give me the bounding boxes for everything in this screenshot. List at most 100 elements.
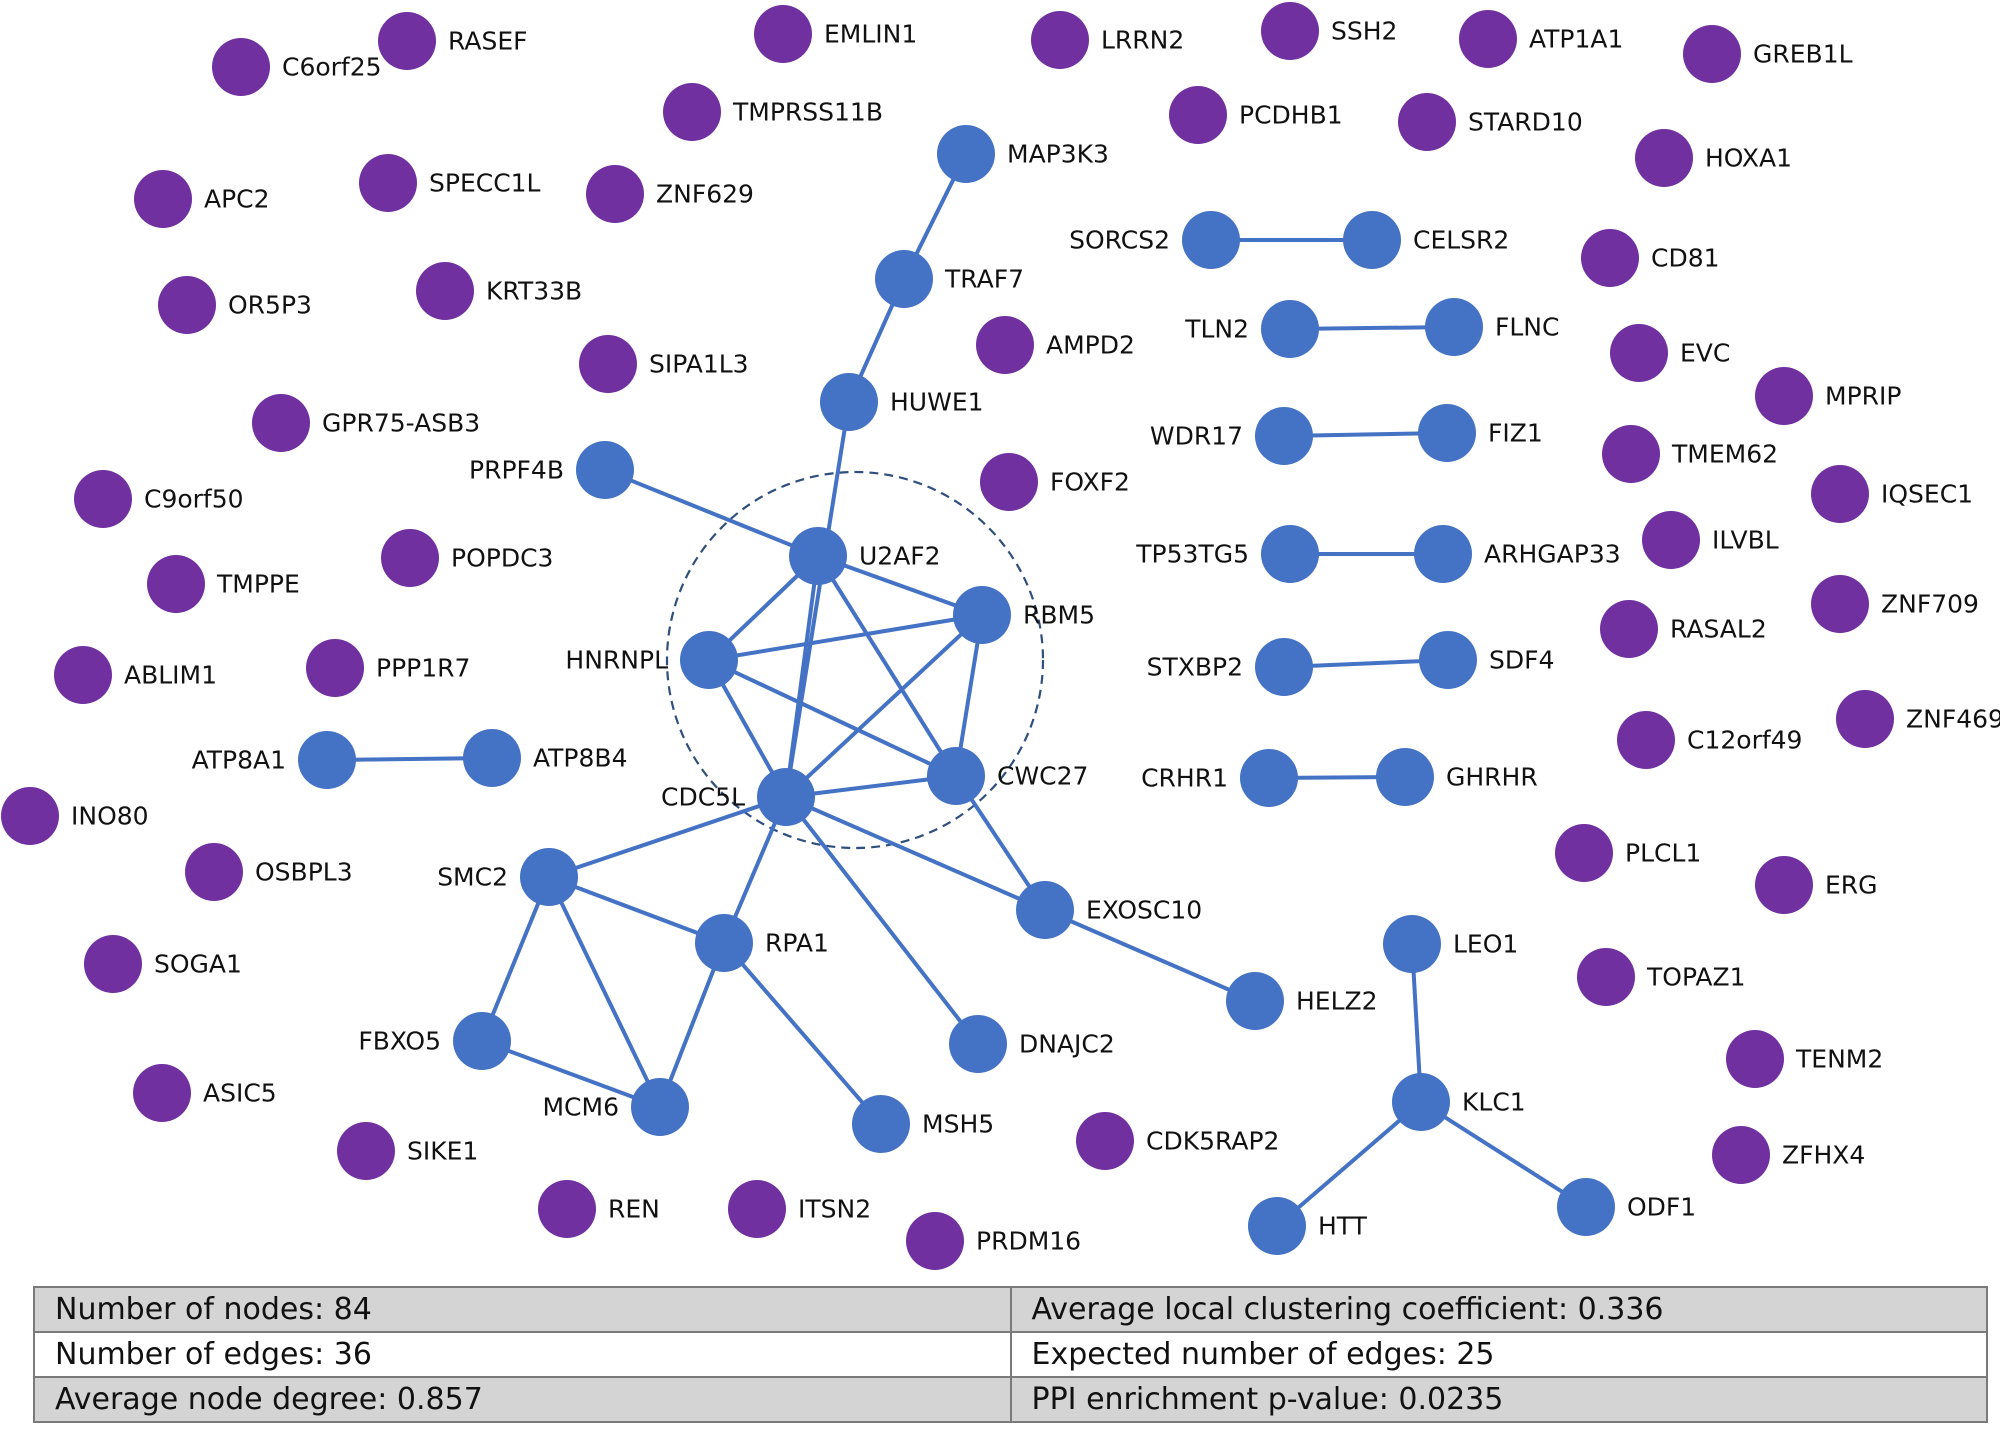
node-arhgap33: ARHGAP33	[1414, 525, 1621, 583]
node-label: POPDC3	[451, 544, 553, 573]
node-circle	[820, 373, 878, 431]
node-circle	[378, 12, 436, 70]
stats-number-of-nodes: Number of nodes: 84	[33, 1286, 1012, 1333]
node-specc1l: SPECC1L	[359, 154, 541, 212]
node-circle	[1642, 511, 1700, 569]
stats-number-of-edges: Number of edges: 36	[33, 1331, 1012, 1378]
edge-u2af2-cwc27	[816, 554, 958, 778]
node-label: CDK5RAP2	[1146, 1127, 1279, 1156]
node-circle	[576, 441, 634, 499]
node-label: CDC5L	[661, 783, 745, 812]
node-stard10: STARD10	[1398, 93, 1583, 151]
node-or5p3: OR5P3	[158, 276, 312, 334]
node-lrrn2: LRRN2	[1031, 11, 1184, 69]
node-cdk5rap2: CDK5RAP2	[1076, 1112, 1279, 1170]
node-circle	[728, 1180, 786, 1238]
node-label: OSBPL3	[255, 858, 353, 887]
node-label: TMPRSS11B	[732, 98, 883, 127]
node-ablim1: ABLIM1	[54, 646, 217, 704]
node-klc1: KLC1	[1392, 1073, 1526, 1131]
node-label: RBM5	[1023, 601, 1095, 630]
node-hnrnpl: HNRNPL	[565, 631, 738, 689]
node-circle	[1, 787, 59, 845]
node-circle	[1240, 749, 1298, 807]
node-label: TENM2	[1795, 1045, 1883, 1074]
node-atp8b4: ATP8B4	[463, 729, 627, 787]
node-circle	[1459, 10, 1517, 68]
edge-smc2-mcm6	[547, 875, 662, 1109]
stats-ppi-enrichment: PPI enrichment p-value: 0.0235	[1009, 1376, 1988, 1423]
node-label: ERG	[1825, 871, 1878, 900]
node-label: ITSN2	[798, 1195, 871, 1224]
node-circle	[416, 262, 474, 320]
node-hoxa1: HOXA1	[1635, 129, 1792, 187]
node-circle	[1419, 631, 1477, 689]
node-label: SIPA1L3	[649, 350, 749, 379]
edge-cdc5l-dnajc2	[784, 795, 980, 1046]
node-label: HOXA1	[1705, 144, 1792, 173]
node-celsr2: CELSR2	[1343, 211, 1509, 269]
node-circle	[1610, 324, 1668, 382]
node-circle	[185, 843, 243, 901]
node-crhr1: CRHR1	[1141, 749, 1298, 807]
node-label: SMC2	[437, 863, 508, 892]
edge-u2af2-rbm5	[816, 554, 984, 617]
node-circle	[852, 1095, 910, 1153]
node-circle	[1076, 1112, 1134, 1170]
node-sipa1l3: SIPA1L3	[579, 335, 749, 393]
node-circle	[1392, 1073, 1450, 1131]
node-dnajc2: DNAJC2	[949, 1015, 1115, 1073]
node-foxf2: FOXF2	[980, 453, 1130, 511]
node-label: PPP1R7	[376, 654, 470, 683]
node-label: FIZ1	[1488, 419, 1543, 448]
node-tp53tg5: TP53TG5	[1135, 525, 1319, 583]
node-soga1: SOGA1	[84, 935, 242, 993]
edge-klc1-htt	[1275, 1100, 1423, 1228]
node-ampd2: AMPD2	[976, 316, 1135, 374]
node-circle	[520, 848, 578, 906]
node-label: EMLIN1	[824, 20, 917, 49]
node-circle	[1248, 1197, 1306, 1255]
node-circle	[453, 1012, 511, 1070]
node-circle	[1261, 525, 1319, 583]
node-label: PCDHB1	[1239, 101, 1343, 130]
node-circle	[54, 646, 112, 704]
node-krt33b: KRT33B	[416, 262, 582, 320]
node-circle	[789, 527, 847, 585]
node-exosc10: EXOSC10	[1016, 881, 1202, 939]
node-circle	[937, 125, 995, 183]
node-tenm2: TENM2	[1726, 1030, 1883, 1088]
node-circle	[1602, 425, 1660, 483]
node-label: OR5P3	[228, 291, 312, 320]
cluster-outline	[665, 470, 1045, 850]
node-label: TMEM62	[1671, 440, 1778, 469]
node-circle	[1425, 298, 1483, 356]
node-circle	[337, 1122, 395, 1180]
node-label: HELZ2	[1296, 987, 1378, 1016]
node-itsn2: ITSN2	[728, 1180, 871, 1238]
node-osbpl3: OSBPL3	[185, 843, 353, 901]
node-circle	[953, 586, 1011, 644]
node-circle	[1811, 575, 1869, 633]
edge-smc2-fbxo5	[480, 875, 551, 1043]
node-smc2: SMC2	[437, 848, 578, 906]
node-label: ZNF629	[656, 180, 754, 209]
node-rbm5: RBM5	[953, 586, 1095, 644]
node-mprip: MPRIP	[1755, 367, 1901, 425]
node-circle	[133, 1064, 191, 1122]
node-label: SIKE1	[407, 1137, 478, 1166]
node-c12orf49: C12orf49	[1617, 711, 1802, 769]
node-atp1a1: ATP1A1	[1459, 10, 1623, 68]
node-label: U2AF2	[859, 542, 941, 571]
node-circle	[147, 555, 205, 613]
node-c6orf25: C6orf25	[212, 38, 382, 96]
node-tmppe: TMPPE	[147, 555, 300, 613]
node-gpr75-asb3: GPR75-ASB3	[252, 394, 480, 452]
node-circle	[695, 914, 753, 972]
node-label: WDR17	[1150, 422, 1243, 451]
node-label: CRHR1	[1141, 764, 1228, 793]
node-circle	[212, 38, 270, 96]
node-label: INO80	[71, 802, 149, 831]
node-map3k3: MAP3K3	[937, 125, 1109, 183]
